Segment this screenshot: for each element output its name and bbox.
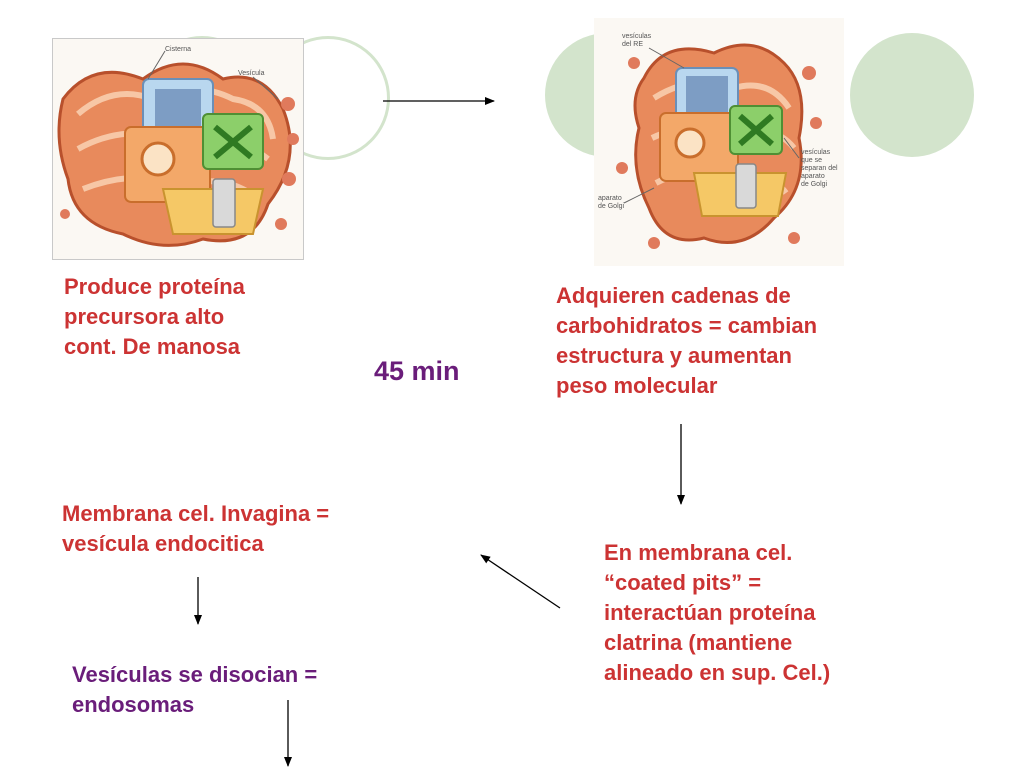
- text-time-45min: 45 min: [374, 356, 460, 386]
- text-vesiculas-endosomas: Vesículas se disocian = endosomas: [72, 662, 318, 717]
- label-cisterna: Cisterna: [165, 46, 191, 53]
- label-vesicula: Vesícula: [238, 70, 265, 77]
- golgi-illustration-left: Cisterna Vesícula: [52, 38, 304, 260]
- text-coated-pits: En membrana cel. “coated pits” = interac…: [604, 540, 831, 685]
- decor-circle-right-2: [850, 33, 974, 157]
- text-produce-proteina: Produce proteína precursora alto cont. D…: [64, 274, 245, 359]
- golgi-cell-drawing: Cisterna Vesícula: [57, 46, 299, 247]
- arrow-diagonal-up-left: [480, 554, 561, 609]
- text-adquieren-cadenas: Adquieren cadenas de carbohidratos = cam…: [556, 283, 818, 398]
- text-membrana-invagina: Membrana cel. Invagina = vesícula endoci…: [62, 501, 330, 556]
